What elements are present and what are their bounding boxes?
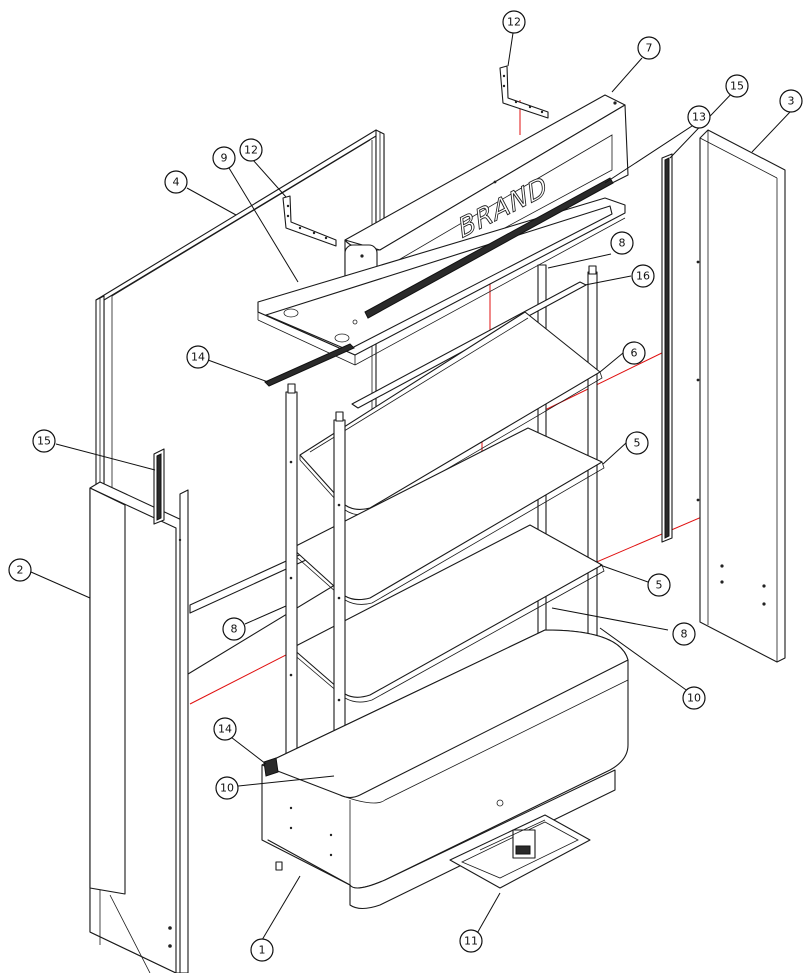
callout-15-left: 15 xyxy=(32,429,56,453)
callout-8-top-label: 8 xyxy=(619,237,626,250)
callout-14-bottom: 14 xyxy=(213,717,237,741)
callout-6-label: 6 xyxy=(631,347,638,360)
callout-3-label: 3 xyxy=(788,95,795,108)
callout-10-left: 10 xyxy=(215,776,239,800)
callout-5-upper-label: 5 xyxy=(634,437,641,450)
top-rail-strip xyxy=(364,177,614,319)
callout-7: 7 xyxy=(637,36,661,60)
right-upright-strip xyxy=(661,153,673,543)
callout-12-top-label: 12 xyxy=(507,16,521,29)
callout-8-left: 8 xyxy=(222,617,246,641)
callout-7-label: 7 xyxy=(646,42,653,55)
top-hanging-bracket xyxy=(499,65,549,119)
left-hanging-bracket xyxy=(282,195,337,247)
callout-8-right: 8 xyxy=(672,622,696,646)
callout-8-left-label: 8 xyxy=(231,623,238,636)
callout-10-right-label: 10 xyxy=(687,692,701,705)
left-upright-strip xyxy=(153,448,165,525)
callout-9-label: 9 xyxy=(221,152,228,165)
callout-12-left: 12 xyxy=(239,138,263,162)
base-frame xyxy=(449,814,591,889)
callout-16-label: 16 xyxy=(636,270,650,283)
callout-2-label: 2 xyxy=(17,564,24,577)
callout-5-lower-label: 5 xyxy=(656,579,663,592)
right-side-panel xyxy=(696,129,786,663)
callout-10-left-label: 10 xyxy=(220,782,234,795)
callout-5-upper: 5 xyxy=(625,431,649,455)
callout-14-top-label: 14 xyxy=(191,351,205,364)
small-rail-bottom xyxy=(263,757,279,777)
callout-3: 3 xyxy=(779,89,803,113)
callout-12-top: 12 xyxy=(502,10,526,34)
callout-13: 13 xyxy=(687,105,711,129)
callout-11: 11 xyxy=(459,929,483,953)
callout-11-label: 11 xyxy=(464,935,478,948)
left-side-panel xyxy=(89,481,187,973)
leader-lines xyxy=(30,32,791,941)
callout-6: 6 xyxy=(622,341,646,365)
callout-15-right: 15 xyxy=(725,74,749,98)
callout-5-lower: 5 xyxy=(647,573,671,597)
callout-8-top: 8 xyxy=(610,231,634,255)
left-front-upright xyxy=(178,489,189,973)
callout-1: 1 xyxy=(250,938,274,962)
callout-1-label: 1 xyxy=(259,944,266,957)
small-rail-top xyxy=(264,343,355,387)
callout-16: 16 xyxy=(631,264,655,288)
callout-2: 2 xyxy=(8,558,32,582)
callout-4-label: 4 xyxy=(173,176,180,189)
callout-15-left-label: 15 xyxy=(37,435,51,448)
callout-15-right-label: 15 xyxy=(730,80,744,93)
header-brand-box: BRAND xyxy=(344,94,629,301)
callout-4: 4 xyxy=(164,170,188,194)
callout-14-top: 14 xyxy=(186,345,210,369)
callout-10-right: 10 xyxy=(682,686,706,710)
callout-12-left-label: 12 xyxy=(244,144,258,157)
callout-9: 9 xyxy=(212,146,236,170)
base-cabinet xyxy=(261,629,629,910)
callout-14-bottom-label: 14 xyxy=(218,723,232,736)
callout-13-label: 13 xyxy=(692,111,706,124)
callout-8-right-label: 8 xyxy=(681,628,688,641)
